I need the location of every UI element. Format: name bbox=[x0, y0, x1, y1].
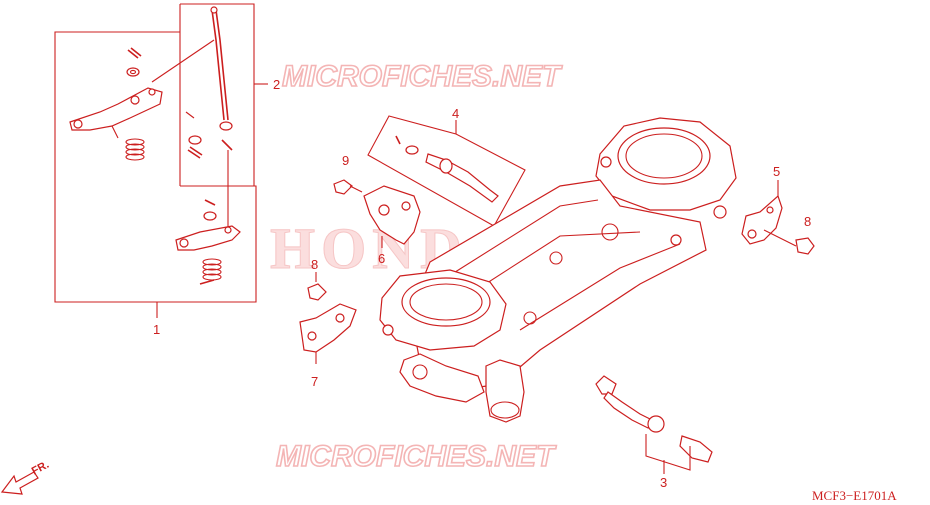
upper-lever bbox=[69, 87, 163, 131]
lower-linkage bbox=[399, 353, 485, 403]
bore-lower bbox=[401, 277, 491, 327]
bracket-7 bbox=[299, 303, 357, 353]
callout-1: 1 bbox=[153, 322, 160, 337]
linkage-assembly bbox=[54, 3, 268, 318]
callout-5: 5 bbox=[773, 164, 780, 179]
bracket-part-4 bbox=[367, 115, 526, 227]
screw-3 bbox=[603, 391, 653, 429]
screw-3-group bbox=[595, 375, 713, 474]
callout-3: 3 bbox=[660, 475, 667, 490]
bracket-6 bbox=[363, 185, 421, 245]
callout-7: 7 bbox=[311, 374, 318, 389]
watermark-top: MICROFICHES.NET bbox=[282, 60, 563, 93]
lower-lever bbox=[175, 225, 241, 251]
callout-9: 9 bbox=[342, 153, 349, 168]
bracket-7-group bbox=[299, 272, 357, 364]
bracket-5 bbox=[741, 194, 783, 245]
diagram-code: MCF3−E1701A bbox=[812, 488, 897, 503]
callout-2: 2 bbox=[273, 77, 280, 92]
arrow-icon bbox=[0, 471, 39, 495]
direction-label: FR. bbox=[30, 459, 51, 478]
watermark-bottom: MICROFICHES.NET bbox=[276, 440, 557, 473]
bolt-8-left bbox=[307, 283, 327, 301]
bore-upper bbox=[617, 127, 711, 185]
cap-3 bbox=[679, 435, 713, 463]
bolt-8-right bbox=[795, 237, 815, 255]
bracket-5-group bbox=[741, 180, 815, 255]
bracket-part-2 bbox=[179, 3, 255, 186]
adjuster-kit bbox=[367, 115, 526, 227]
callout-4: 4 bbox=[452, 106, 459, 121]
lower-spring bbox=[202, 258, 222, 281]
throttle-body bbox=[379, 117, 737, 423]
bolt-9 bbox=[333, 179, 353, 195]
callout-6: 6 bbox=[378, 251, 385, 266]
bracket-part-3 bbox=[645, 434, 691, 471]
bracket-part-1 bbox=[54, 31, 257, 303]
bracket-6-group bbox=[333, 179, 421, 248]
callout-8-left: 8 bbox=[311, 257, 318, 272]
outlet-pipe bbox=[485, 359, 525, 423]
adjuster-screw bbox=[425, 153, 499, 203]
callout-8-right: 8 bbox=[804, 214, 811, 229]
upper-spring bbox=[125, 138, 145, 161]
link-rod bbox=[211, 9, 225, 121]
front-direction-arrow: FR. bbox=[0, 459, 51, 495]
